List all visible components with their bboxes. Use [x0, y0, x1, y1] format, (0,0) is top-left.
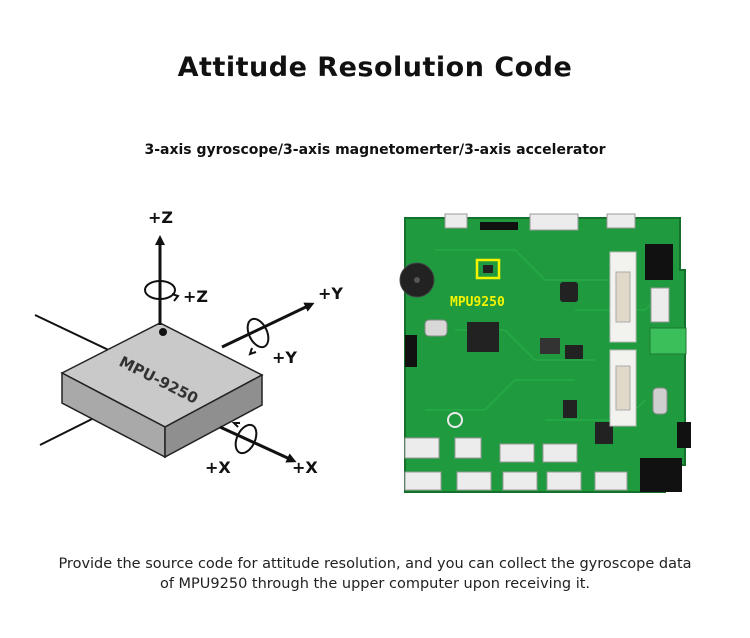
axis-diagram: MPU-9250 +Z +Z +Y +Y +X +X [34, 208, 343, 477]
footer-line-1: Provide the source code for attitude res… [58, 556, 692, 572]
z-axis-label: +Z [148, 208, 173, 227]
page-title: Attitude Resolution Code [177, 52, 573, 83]
page-subtitle: 3-axis gyroscope/3-axis magnetomerter/3-… [144, 142, 606, 158]
top-connector-2 [529, 213, 579, 231]
regulator [565, 345, 583, 359]
bottom-connector-6 [456, 471, 492, 491]
x-axis-arrow [219, 425, 297, 463]
mpu-chip-block [60, 322, 264, 459]
z-rotation-label: +Z [183, 287, 208, 306]
pcb-chip-label: MPU9250 [450, 295, 505, 310]
bottom-connector-8 [546, 471, 582, 491]
bottom-connector-2 [454, 437, 482, 459]
footer-description: Provide the source code for attitude res… [30, 554, 720, 594]
mcu-chip [467, 322, 499, 352]
bottom-connector-5 [404, 471, 442, 491]
y-rotation-label: +Y [272, 348, 297, 367]
top-connector-3 [606, 213, 636, 229]
x-rotation-label: +X [205, 458, 231, 477]
pcb-board-image: MPU9250 [399, 213, 691, 493]
bottom-connector-1 [404, 437, 440, 459]
y-axis-arrow [221, 302, 315, 349]
crystal [424, 319, 448, 337]
capacitor-4 [595, 422, 613, 444]
green-terminal-block [649, 327, 687, 355]
capacitor-1 [560, 282, 578, 302]
usb-c-port [652, 387, 668, 415]
capacitor-3 [563, 400, 577, 418]
y-rotation-icon [246, 317, 270, 356]
dc-jack [640, 458, 682, 492]
mpu-chip-highlight [475, 258, 501, 280]
power-switch [677, 422, 691, 448]
top-connector-1 [444, 213, 468, 229]
top-header [480, 222, 518, 230]
y-axis-label: +Y [318, 284, 343, 303]
x-axis-label: +X [292, 458, 318, 477]
pin-header-left [405, 335, 417, 367]
x-rotation-icon [231, 422, 258, 455]
capacitor-2 [540, 338, 560, 354]
z-rotation-icon [144, 280, 180, 302]
footer-line-2: of MPU9250 through the upper computer up… [159, 576, 591, 592]
bottom-connector-9 [594, 471, 628, 491]
bottom-connector-4 [542, 443, 578, 463]
bottom-connector-3 [499, 443, 535, 463]
board-logo [447, 412, 463, 428]
bottom-connector-7 [502, 471, 538, 491]
right-pin-header [645, 244, 673, 280]
right-connector-small [650, 287, 670, 323]
